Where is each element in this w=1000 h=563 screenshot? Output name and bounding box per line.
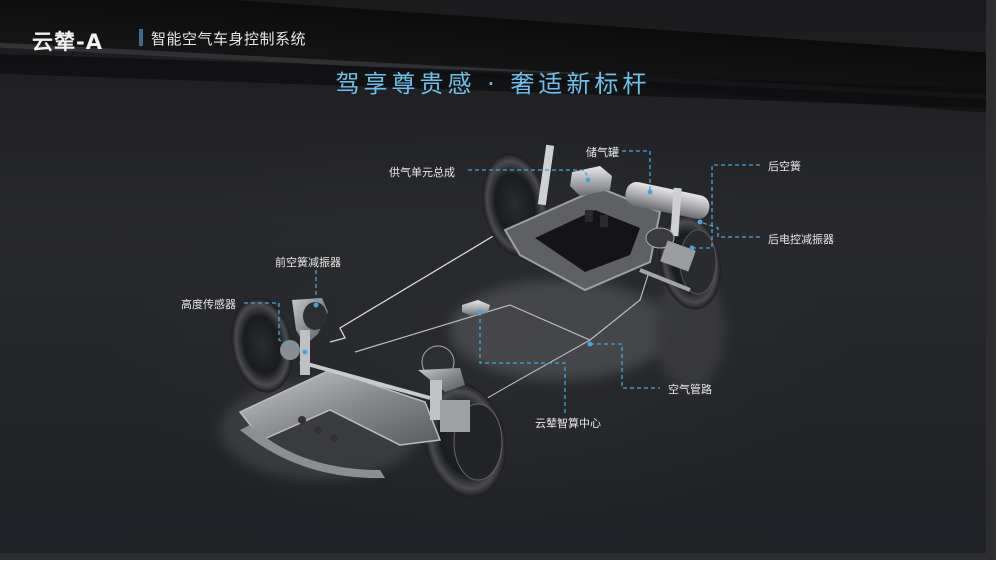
slide: 云辇-A 智能空气车身控制系统 驾享尊贵感 · 奢适新标杆 — [0, 0, 986, 553]
headline: 驾享尊贵感 · 奢适新标杆 — [335, 70, 651, 98]
title-separator — [139, 29, 143, 46]
page-subtitle: 智能空气车身控制系统 — [151, 30, 307, 48]
label-air-line: 空气管路 — [668, 383, 712, 396]
leader-dots — [302, 177, 703, 355]
label-air-tank: 储气罐 — [586, 146, 619, 159]
label-front-air-spring-damper: 前空簧减振器 — [275, 256, 341, 269]
leader-lines — [244, 150, 760, 414]
rear-axle — [482, 144, 721, 310]
label-rear-air-spring: 后空簧 — [768, 160, 801, 173]
label-yunnian-compute-center: 云辇智算中心 — [535, 417, 601, 430]
label-air-supply-unit: 供气单元总成 — [389, 166, 455, 179]
label-rear-electronic-damper: 后电控减振器 — [768, 233, 834, 246]
brand-logo: 云辇-A — [32, 30, 103, 54]
compute-center-module — [462, 300, 490, 316]
front-axle — [231, 297, 506, 498]
chassis-illustration — [220, 144, 760, 498]
label-height-sensor: 高度传感器 — [181, 298, 236, 311]
